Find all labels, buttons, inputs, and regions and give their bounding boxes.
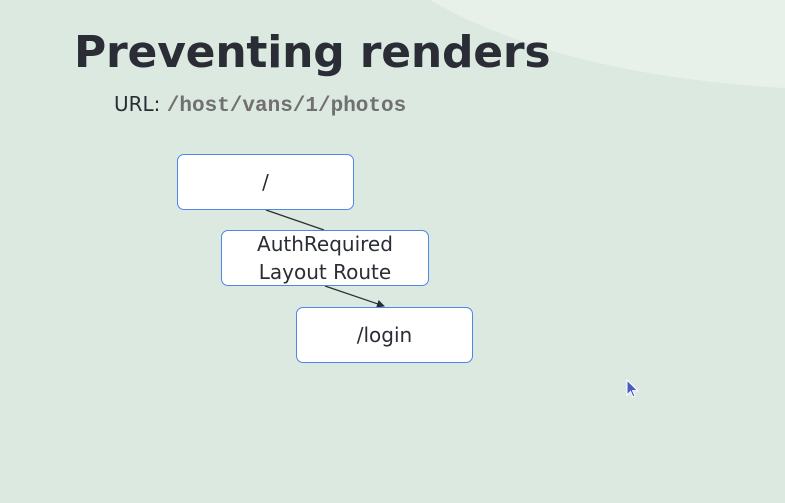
route-node-auth-required: AuthRequired Layout Route xyxy=(221,230,429,286)
url-line: URL: /host/vans/1/photos xyxy=(114,91,406,120)
url-label: URL: xyxy=(114,92,161,116)
edge-root-to-auth xyxy=(265,209,325,231)
route-node-login-label: /login xyxy=(356,323,413,347)
route-node-root-label: / xyxy=(262,170,269,194)
edge-auth-to-login xyxy=(324,285,385,308)
route-node-auth-required-label: AuthRequired Layout Route xyxy=(257,232,393,284)
route-node-login: /login xyxy=(296,307,473,363)
url-path: /host/vans/1/photos xyxy=(166,95,407,118)
slide-title: Preventing renders xyxy=(74,27,551,78)
mouse-pointer-icon xyxy=(626,379,639,398)
route-node-root: / xyxy=(177,154,354,210)
